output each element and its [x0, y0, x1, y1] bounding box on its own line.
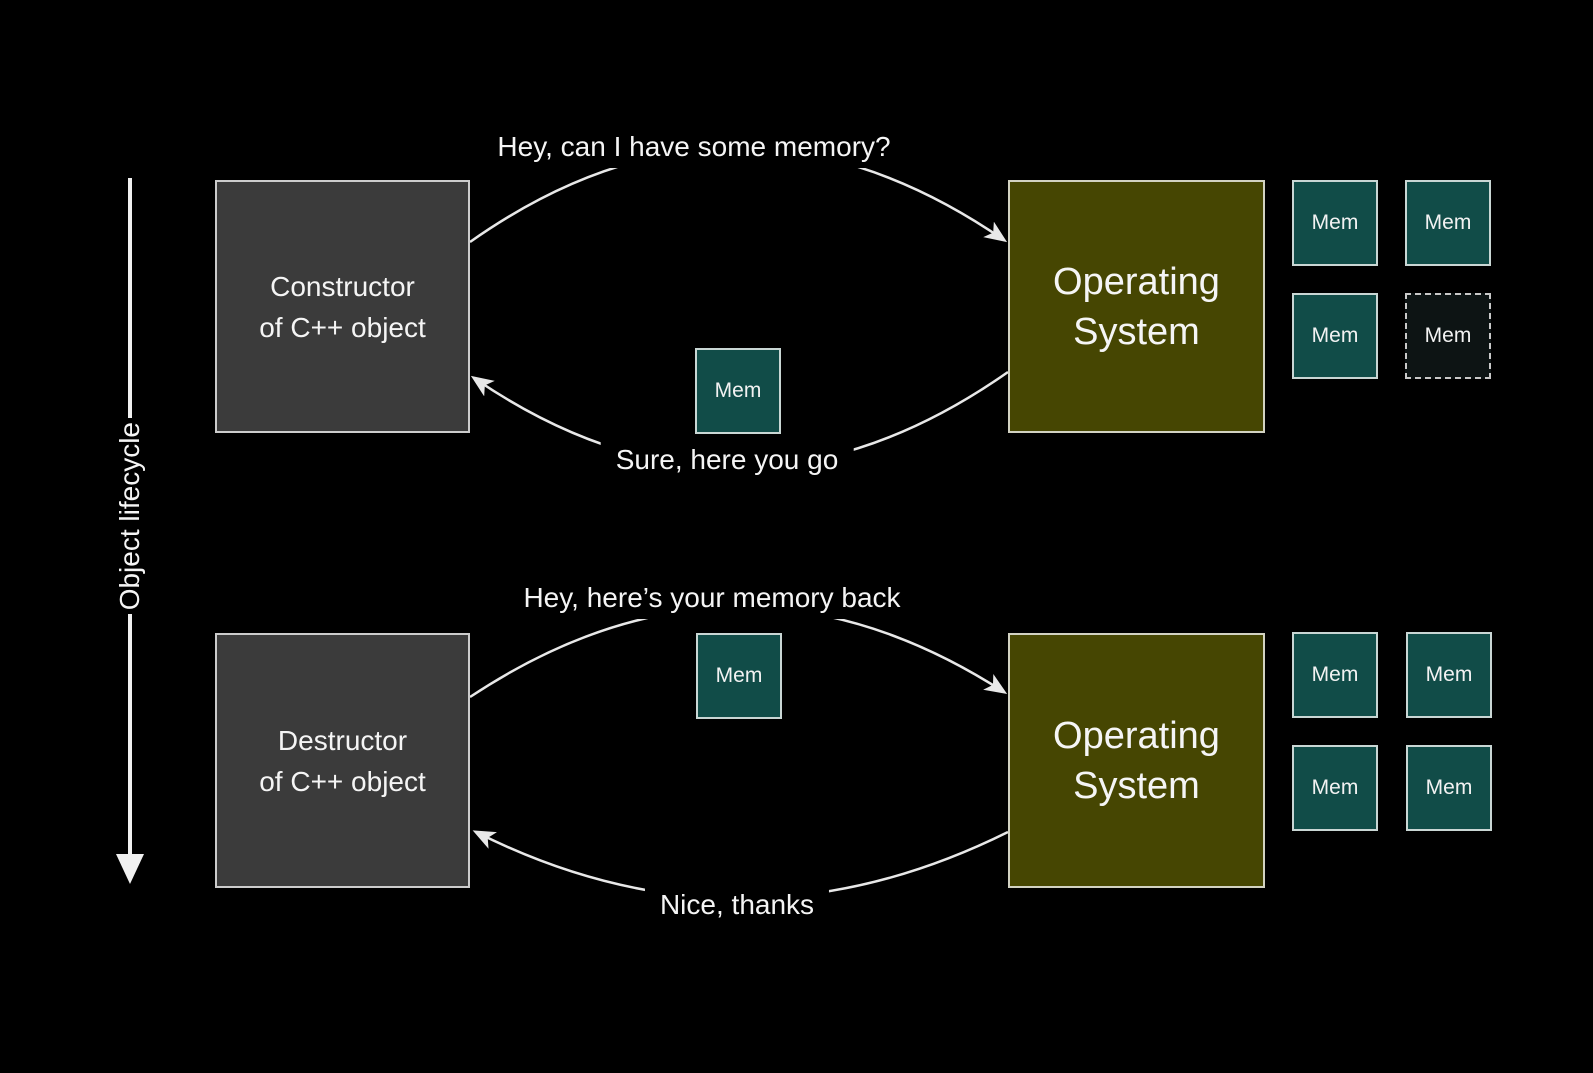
os-top-label-line2: System: [1073, 310, 1200, 353]
lifecycle-line-bottom: [128, 614, 132, 855]
operating-system-box-bottom: Operating System: [1008, 633, 1265, 888]
os-mem-block: Mem: [1292, 293, 1378, 379]
constructor-label-line1: Constructor: [270, 270, 415, 302]
mem-block-in-transit-top: Mem: [695, 348, 781, 434]
os-mem-block: Mem: [1292, 632, 1378, 718]
operating-system-box-top: Operating System: [1008, 180, 1265, 433]
os-bottom-label-line2: System: [1073, 764, 1200, 807]
os-mem-block: Mem: [1406, 632, 1492, 718]
request-memory-label: Hey, can I have some memory?: [482, 126, 906, 168]
lifecycle-axis-label: Object lifecycle: [114, 421, 145, 611]
constructor-box: Constructor of C++ object: [215, 180, 470, 433]
object-lifecycle-axis: Object lifecycle: [105, 178, 155, 885]
mem-block-in-transit-bottom: Mem: [696, 633, 782, 719]
os-bottom-label-line1: Operating: [1053, 714, 1220, 757]
thanks-label: Nice, thanks: [644, 884, 830, 926]
os-mem-block: Mem: [1292, 180, 1378, 266]
os-mem-block: Mem: [1406, 745, 1492, 831]
destructor-box: Destructor of C++ object: [215, 633, 470, 888]
os-mem-block: Mem: [1292, 745, 1378, 831]
destructor-label-line2: of C++ object: [259, 765, 426, 797]
constructor-label-line2: of C++ object: [259, 311, 426, 343]
return-memory-label: Hey, here’s your memory back: [508, 577, 916, 619]
os-top-label-line1: Operating: [1053, 260, 1220, 303]
grant-memory-label: Sure, here you go: [600, 439, 854, 481]
lifecycle-line-top: [128, 178, 132, 418]
destructor-label-line1: Destructor: [277, 724, 408, 756]
os-mem-block: Mem: [1405, 180, 1491, 266]
lifecycle-arrowhead-icon: [116, 854, 144, 885]
os-mem-block-handed-out: Mem: [1405, 293, 1491, 379]
